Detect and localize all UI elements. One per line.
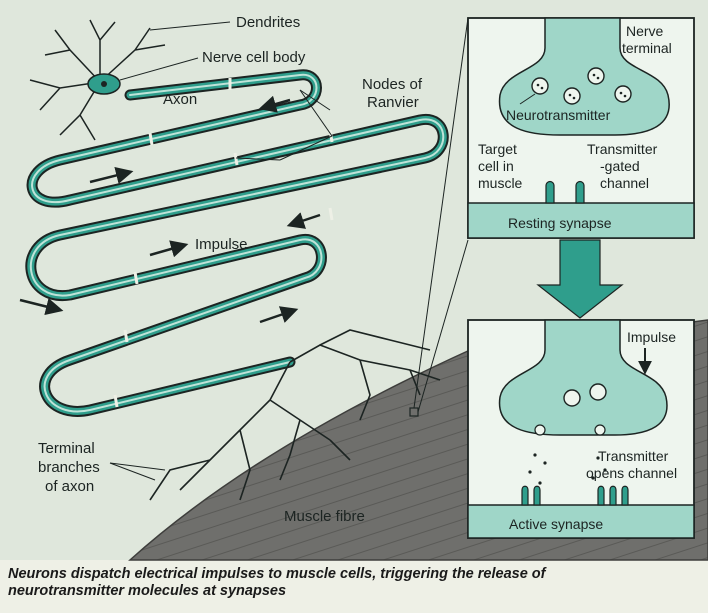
node-of-ranvier: [133, 271, 139, 285]
node-of-ranvier: [113, 394, 119, 408]
leader-lines: [109, 21, 333, 481]
label-muscle-fibre: Muscle fibre: [284, 508, 365, 525]
nerve-terminal-resting: [498, 17, 670, 136]
node-of-ranvier: [148, 132, 154, 146]
label-transmitter-opens-1: Transmitter: [598, 448, 669, 464]
label-terminal-branches-1: Terminal: [38, 440, 95, 457]
transition-arrow: [536, 239, 624, 319]
label-target-cell-3: muscle: [478, 175, 523, 191]
label-terminal-branches-3: of axon: [45, 478, 94, 495]
node-of-ranvier: [233, 152, 239, 166]
label-nerve-terminal-2: terminal: [622, 40, 672, 56]
axon-path: [25, 69, 449, 417]
muscle-cell-active: [467, 504, 695, 539]
resting-synapse-title: Resting synapse: [508, 215, 612, 231]
vesicles-resting: [531, 67, 632, 105]
label-impulse-active: Impulse: [627, 329, 676, 345]
label-nerve-cell-body: Nerve cell body: [202, 49, 306, 66]
caption-line-1: Neurons dispatch electrical impulses to …: [8, 566, 546, 582]
nodes-of-ranvier: [113, 78, 334, 408]
node-of-ranvier: [328, 207, 334, 221]
dendrites: [29, 19, 166, 141]
figure-caption: Neurons dispatch electrical impulses to …: [8, 566, 698, 600]
label-transmitter-gated-3: channel: [600, 175, 649, 191]
label-terminal-branches-2: branches: [38, 459, 100, 476]
impulse-arrows: [19, 95, 321, 324]
vesicle-fusing: [534, 424, 546, 436]
active-synapse-panel: Impulse Transmitter opens channel Active…: [467, 319, 695, 539]
nucleus: [101, 81, 107, 87]
vesicle-fusing: [594, 424, 606, 436]
label-target-cell-1: Target: [478, 141, 517, 157]
label-nodes-of-ranvier-2: Ranvier: [367, 94, 419, 111]
zoom-line-top: [413, 17, 469, 409]
label-target-cell-2: cell in: [478, 158, 514, 174]
label-neurotransmitter: Neurotransmitter: [506, 107, 611, 123]
label-impulse: Impulse: [195, 236, 248, 253]
vesicles-active: [563, 383, 607, 407]
label-axon: Axon: [163, 91, 197, 108]
label-nodes-of-ranvier-1: Nodes of: [362, 76, 423, 93]
muscle-cell-resting: [467, 202, 695, 239]
resting-synapse-panel: Nerve terminal Neurotransmitter Target c…: [467, 17, 695, 239]
label-nerve-terminal-1: Nerve: [626, 23, 664, 39]
label-dendrites: Dendrites: [236, 14, 300, 31]
active-synapse-title: Active synapse: [509, 516, 603, 532]
label-transmitter-opens-2: opens channel: [586, 465, 677, 481]
node-of-ranvier: [123, 329, 129, 343]
label-transmitter-gated-2: -gated: [600, 158, 640, 174]
caption-line-2: neurotransmitter molecules at synapses: [8, 583, 287, 599]
released-transmitter: [528, 453, 607, 485]
channels-active: [521, 485, 629, 506]
terminal-branches: [149, 329, 441, 501]
nerve-cell: [29, 19, 166, 141]
zoom-line-bottom: [417, 239, 469, 413]
channels-resting: [545, 180, 585, 204]
label-transmitter-gated-1: Transmitter: [587, 141, 658, 157]
